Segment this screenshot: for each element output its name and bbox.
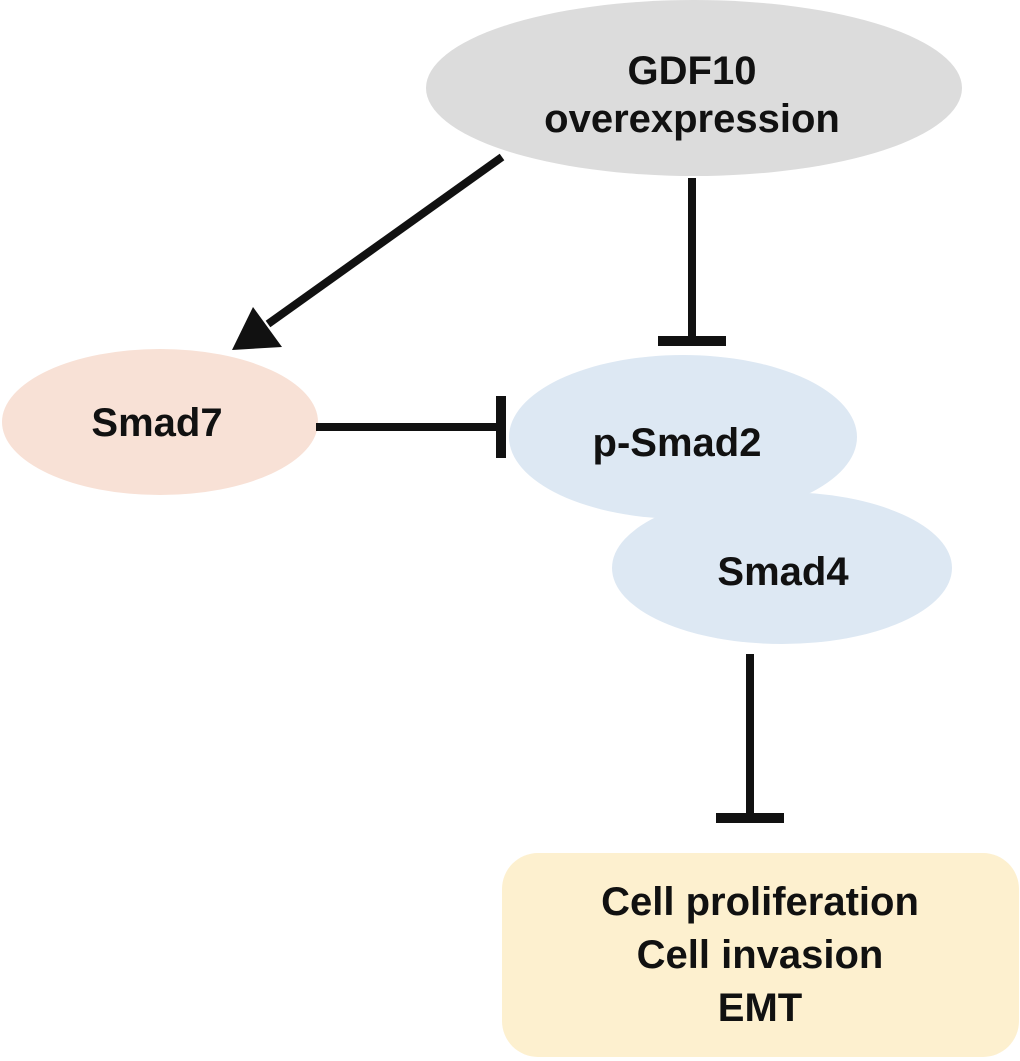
outcome-cell-invasion: Cell invasion xyxy=(637,933,884,977)
node-smad7-label: Smad7 xyxy=(91,401,222,445)
arrowhead-icon xyxy=(232,307,282,350)
edge-smad4-inhibits-outcomes xyxy=(716,654,784,823)
node-smad7-shape xyxy=(2,349,318,495)
node-p-smad2-label: p-Smad2 xyxy=(593,421,762,465)
edge-smad7-inhibits-p-smad2 xyxy=(316,396,506,458)
edge-gdf10-inhibits-p-smad2 xyxy=(658,178,726,346)
node-p-smad2 xyxy=(509,355,857,519)
edge-gdf10-activates-smad7 xyxy=(232,153,505,350)
node-gdf10-overexpression: GDF10 overexpression xyxy=(426,0,962,176)
outcome-emt: EMT xyxy=(718,986,802,1030)
node-gdf10-label-line-1: GDF10 xyxy=(628,49,757,93)
node-outcomes-shape xyxy=(502,853,1019,1057)
node-smad7: Smad7 xyxy=(2,349,318,495)
node-smad4-shape xyxy=(612,492,952,644)
node-p-smad2-shape xyxy=(509,355,857,519)
node-gdf10-label-line-2: overexpression xyxy=(544,97,840,141)
node-smad4: Smad4 xyxy=(612,492,952,644)
edge-gdf10-smad7-line xyxy=(265,153,505,328)
outcome-cell-proliferation: Cell proliferation xyxy=(601,880,919,924)
node-gdf10-shape xyxy=(426,0,962,176)
node-outcomes: Cell proliferation Cell invasion EMT xyxy=(502,853,1019,1057)
node-smad4-label: Smad4 xyxy=(717,550,849,594)
